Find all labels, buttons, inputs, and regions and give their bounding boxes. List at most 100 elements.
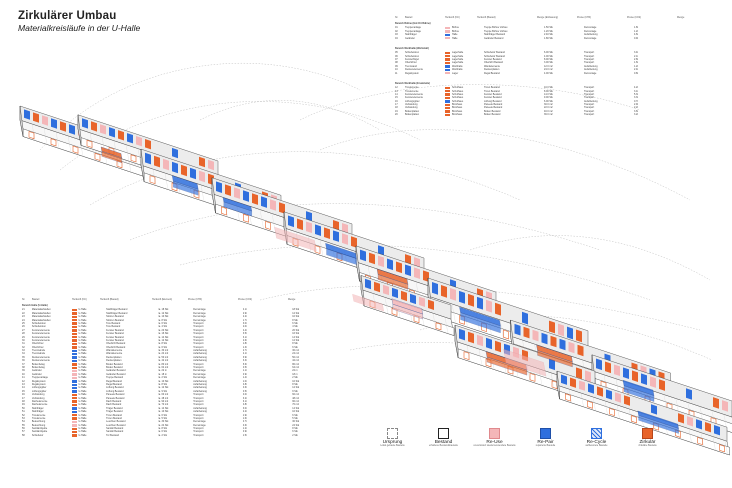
cell-src_part: Fenster Bestand (106, 328, 124, 332)
cell-src_part: Wandelemente (106, 352, 123, 356)
swatch-cell (71, 366, 79, 369)
cell-co2: 1.6t (634, 61, 638, 65)
cell-price: Demontage (193, 420, 206, 424)
cell-price: Transport (193, 399, 204, 403)
cell-co2: 1.6t (242, 416, 247, 420)
part-cell: Verkleidung (405, 106, 418, 110)
row-number: 31 (22, 342, 25, 346)
hall-end-wall (211, 177, 216, 213)
cell-qty: 24 m2 (292, 352, 299, 356)
floor-grid-line (137, 148, 142, 166)
cell-price: Demontage (193, 376, 206, 380)
row-number: 26 (22, 325, 25, 329)
row-number: 45 (22, 389, 25, 393)
cell-src_part: Lüftung Bestand (106, 389, 124, 393)
row-number: 17 (395, 103, 398, 107)
cell-price: Transport (193, 393, 204, 397)
cell-co2: 5.3t (634, 92, 638, 96)
cell-src: U-Halle (78, 342, 87, 346)
cell-src_part: Türen Bestand (484, 86, 500, 90)
wall-element (495, 302, 501, 316)
row-number: 27 (22, 328, 25, 332)
legend-swatch (591, 428, 602, 439)
cell-src: U-Halle (78, 355, 87, 359)
category-swatch (445, 86, 450, 89)
row-number: 50 (22, 406, 25, 410)
floor-grid-line (31, 123, 36, 141)
cell-src: U-Halle (78, 352, 87, 356)
swatch-cell (445, 113, 452, 117)
part-cell: Treppenanlage (31, 376, 48, 380)
cell-price: Transport (193, 328, 204, 332)
cell-co2: 3.0t (242, 321, 247, 325)
floor-grid-line (451, 303, 456, 324)
cell-qty: 12 Stk (292, 338, 300, 342)
column-header: Preise (CO2) (627, 16, 641, 19)
category-swatch (445, 68, 450, 72)
cell-el: ca. 10 Stk (157, 410, 169, 414)
swatch-cell (71, 312, 79, 315)
wall-element (199, 170, 205, 183)
cell-qty: 18 m (292, 372, 298, 376)
wall-element (570, 377, 576, 388)
part-cell: Fensterelemente (31, 328, 50, 332)
cell-co2: 3.2t (242, 396, 247, 400)
wall-element (659, 379, 665, 391)
cell-price: Demontage (193, 423, 206, 427)
material-flow-curve (319, 129, 691, 201)
part-cell: Bodenbelag (31, 366, 45, 370)
wall-element (624, 395, 630, 406)
cell-price: Demontage (584, 26, 597, 30)
wall-element (199, 156, 205, 168)
group-gap (395, 117, 713, 122)
cell-src: U-Halle (78, 399, 87, 403)
cell-price: Aufarbeitung (193, 355, 207, 359)
category-swatch (445, 90, 450, 93)
cell-src: U-Halle (78, 389, 87, 393)
swatch-cell (71, 383, 79, 386)
row-number: 30 (22, 338, 25, 342)
floor-grid-line (67, 135, 72, 153)
cell-price: Transport (584, 103, 595, 107)
wall-element (632, 370, 638, 382)
row-number: 35 (22, 355, 25, 359)
category-swatch (445, 61, 450, 65)
wall-element (561, 374, 567, 385)
floor-grid-line (444, 317, 449, 334)
wall-element (477, 334, 483, 347)
cell-co2: 3.2t (634, 113, 638, 117)
cell-src: Bürohaus (452, 106, 463, 110)
floor-grid-line (432, 313, 437, 330)
cell-src: U-Halle (78, 383, 87, 386)
cell-qty: 90 m2 (292, 399, 299, 403)
column-header: Preise (CHF) (188, 298, 202, 301)
swatch-cell (445, 86, 452, 89)
legend-name: Bestand (434, 440, 453, 445)
cell-src_part: Schiebetür Bestand (484, 54, 505, 58)
cell-el: ca. 16 Stk (157, 332, 169, 336)
cell-price: Aufarbeitung (193, 410, 207, 414)
cell-src_part: Türen Bestand (106, 413, 122, 417)
cell-src_part: Regal Bestand (484, 71, 500, 75)
category-swatch (71, 397, 77, 400)
wall-element (623, 367, 629, 379)
cell-co2: 6.1t (242, 399, 247, 403)
cell-src: Halle (452, 36, 458, 40)
row-number: 22 (22, 311, 25, 315)
part-cell: Stahlträger (31, 410, 44, 414)
cell-co2: 1.3t (242, 345, 247, 349)
wall-element (100, 124, 106, 135)
cell-price: Transport (584, 96, 595, 100)
cell-src_part: Dach Bestand (106, 403, 122, 407)
cell-el: ca. 6 Stk (157, 345, 167, 349)
cell-price: Demontage (193, 308, 206, 312)
